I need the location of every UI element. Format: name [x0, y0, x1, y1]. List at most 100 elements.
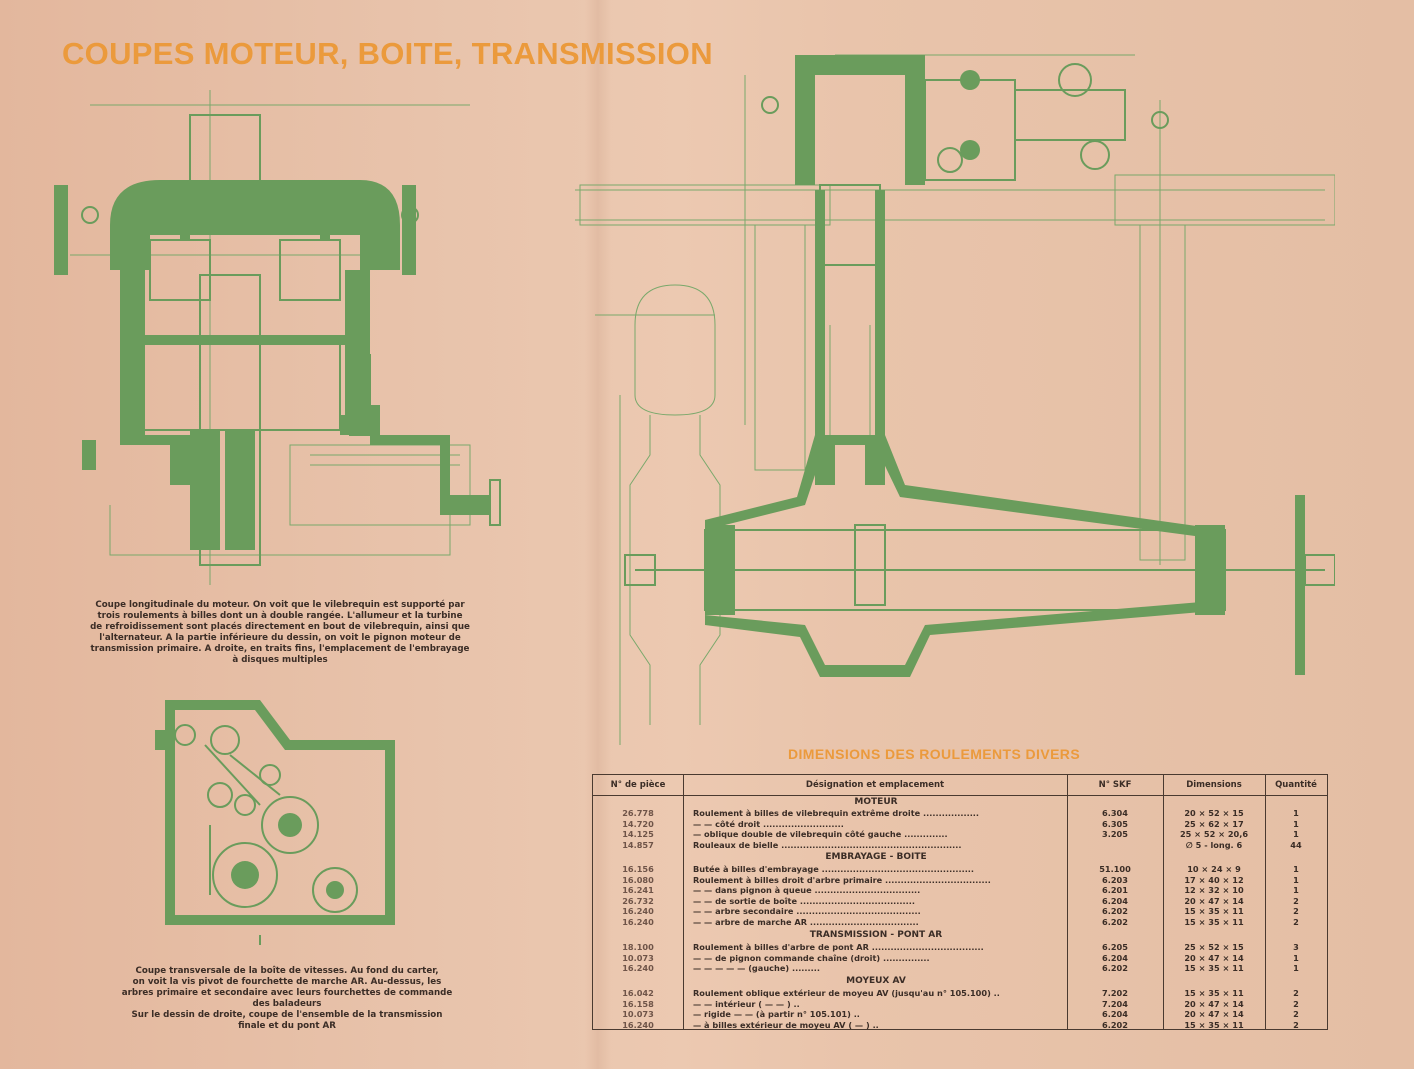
bearings-table: N° de pièce Désignation et emplacement N…	[592, 774, 1328, 1030]
part-number: 16.241	[622, 885, 654, 896]
designation: — — intérieur ( — — ) ..	[693, 998, 800, 1009]
transmission-section-drawing	[575, 54, 1335, 745]
caption-line: finale et du pont AR	[238, 1021, 336, 1031]
header-skf: N° SKF	[1067, 775, 1163, 796]
designation: Roulement à billes d'arbre de pont AR ..…	[693, 942, 984, 952]
table-row: 26.732 — — de sortie de boîte ..........…	[593, 896, 1327, 907]
part-number: 16.240	[622, 917, 654, 927]
part-number: 16.158	[622, 998, 654, 1009]
caption-line: de refroidissement sont placés directeme…	[90, 622, 470, 632]
header-part-no: N° de pièce	[593, 775, 683, 796]
table-title: DIMENSIONS DES ROULEMENTS DIVERS	[788, 746, 1081, 762]
column-divider	[1163, 775, 1164, 1029]
part-number: 14.720	[622, 818, 654, 829]
skf-number: 6.205	[1102, 942, 1128, 952]
table-row: 16.240 — — arbre secondaire ............…	[593, 906, 1327, 917]
quantity: 3	[1293, 942, 1299, 952]
designation: — à billes extérieur de moyeu AV ( — ) .…	[693, 1019, 879, 1030]
designation: — rigide — — (à partir n° 105.101) ..	[693, 1009, 860, 1020]
skf-number: 6.202	[1102, 1019, 1128, 1030]
caption-line: on voit la vis pivot de fourchette de ma…	[132, 977, 442, 987]
engine-caption: Coupe longitudinale du moteur. On voit q…	[60, 600, 500, 666]
skf-number: 6.202	[1102, 906, 1128, 917]
part-number: 14.857	[622, 839, 654, 850]
quantity: 2	[1293, 988, 1299, 998]
caption-line: trois roulements à billes dont un à doub…	[97, 611, 463, 621]
skf-number: 6.203	[1102, 874, 1128, 885]
table-row: 14.720 — — côté droit ..................…	[593, 819, 1327, 830]
quantity: 2	[1293, 895, 1299, 906]
gearbox-caption: Coupe transversale de la boîte de vitess…	[92, 966, 482, 1032]
gearbox-section-drawing	[155, 700, 395, 945]
table-row: 14.857 Rouleaux de bielle ..............…	[593, 840, 1327, 851]
caption-line: des baladeurs	[252, 999, 322, 1009]
header-quantity: Quantité	[1265, 775, 1327, 796]
dimensions: 25 × 52 × 20,6	[1179, 829, 1249, 840]
designation: — — — — — (gauche) .........	[693, 963, 820, 974]
table-row: 16.156 Butée à billes d'embrayage ......…	[593, 864, 1327, 875]
designation: Roulement à billes de vilebrequin extrêm…	[693, 808, 980, 818]
dimensions: 12 × 32 × 10	[1184, 885, 1244, 896]
designation: — — de sortie de boîte .................…	[693, 895, 915, 906]
designation: Rouleaux de bielle .....................…	[693, 839, 962, 850]
quantity: 1	[1293, 952, 1299, 963]
section-heading: TRANSMISSION - PONT AR	[809, 930, 943, 940]
section-heading: MOYEUX AV	[846, 976, 906, 986]
quantity: 2	[1293, 1019, 1299, 1030]
dimensions: 20 × 47 × 14	[1184, 998, 1244, 1009]
caption-line: Sur le dessin de droite, coupe de l'ense…	[131, 1010, 443, 1020]
part-number: 26.732	[622, 895, 654, 906]
column-divider	[1067, 775, 1068, 1029]
table-row: 16.240 — à billes extérieur de moyeu AV …	[593, 1020, 1327, 1031]
designation: — — dans pignon à queue ................…	[693, 885, 921, 896]
table-row: 16.241 — — dans pignon à queue .........…	[593, 885, 1327, 896]
quantity: 2	[1293, 998, 1299, 1009]
dimensions: 25 × 62 × 17	[1184, 818, 1244, 829]
table-row: 10.073 — rigide — — (à partir n° 105.101…	[593, 1009, 1327, 1020]
quantity: 1	[1293, 885, 1299, 896]
table-row: 14.125 — oblique double de vilebrequin c…	[593, 829, 1327, 840]
skf-number: 7.202	[1102, 988, 1128, 998]
skf-number: 3.205	[1102, 829, 1128, 840]
designation: — — côté droit .........................…	[693, 818, 844, 829]
quantity: 1	[1293, 808, 1299, 818]
table-row: 16.080 Roulement à billes droit d'arbre …	[593, 875, 1327, 886]
skf-number: 6.305	[1102, 818, 1128, 829]
part-number: 10.073	[622, 1009, 654, 1020]
dimensions: 20 × 47 × 14	[1184, 952, 1244, 963]
table-row: 16.158 — — intérieur ( — — ) .. 7.204 20…	[593, 999, 1327, 1010]
quantity: 2	[1293, 917, 1299, 927]
section-heading: EMBRAYAGE - BOITE	[825, 852, 927, 862]
caption-line: à disques multiples	[232, 655, 328, 665]
section-heading: MOTEUR	[854, 797, 898, 807]
dimensions: 25 × 52 × 15	[1184, 942, 1244, 952]
quantity: 1	[1293, 864, 1299, 874]
header-designation: Désignation et emplacement	[683, 775, 1067, 796]
dimensions: 20 × 47 × 14	[1184, 895, 1244, 906]
quantity: 44	[1290, 839, 1302, 850]
part-number: 16.042	[622, 988, 654, 998]
part-number: 16.240	[622, 1019, 654, 1030]
skf-number: 6.204	[1102, 952, 1128, 963]
dimensions: 15 × 35 × 11	[1184, 988, 1244, 998]
table-row: 16.042 Roulement oblique extérieur de mo…	[593, 988, 1327, 999]
dimensions: 20 × 52 × 15	[1184, 808, 1244, 818]
table-row: 16.240 — — — — — (gauche) ......... 6.20…	[593, 963, 1327, 974]
dimensions: 17 × 40 × 12	[1184, 874, 1244, 885]
designation: Roulement oblique extérieur de moyeu AV …	[693, 988, 1000, 998]
skf-number: 7.204	[1102, 998, 1128, 1009]
table-row: 16.240 — — arbre de marche AR ..........…	[593, 917, 1327, 928]
part-number: 16.156	[622, 864, 654, 874]
designation: — oblique double de vilebrequin côté gau…	[693, 829, 948, 840]
skf-number: 6.204	[1102, 895, 1128, 906]
column-divider	[683, 775, 684, 1029]
designation: — — de pignon commande chaîne (droit) ..…	[693, 952, 930, 963]
caption-line: l'alternateur. A la partie inférieure du…	[99, 633, 461, 643]
part-number: 16.080	[622, 874, 654, 885]
dimensions: 10 × 24 × 9	[1187, 864, 1241, 874]
part-number: 14.125	[622, 829, 654, 840]
skf-number: 6.204	[1102, 1009, 1128, 1020]
dimensions: 15 × 35 × 11	[1184, 906, 1244, 917]
part-number: 10.073	[622, 952, 654, 963]
caption-line: arbres primaire et secondaire avec leurs…	[121, 988, 453, 998]
